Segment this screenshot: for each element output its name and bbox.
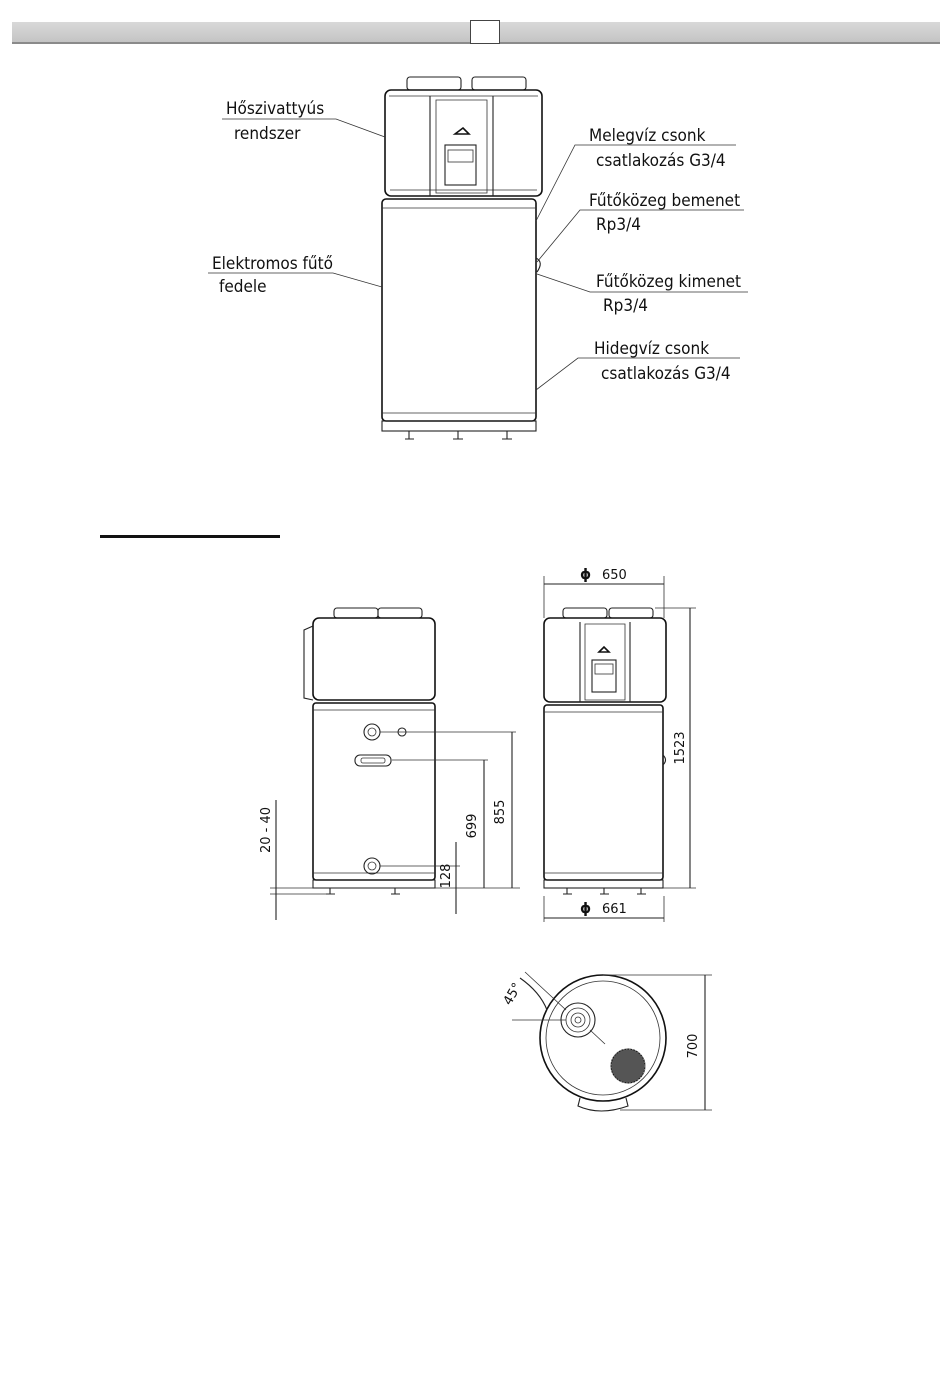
- label-heat-pump-1: Hőszivattyús: [226, 99, 324, 119]
- dim-20-40: 20 - 40: [259, 807, 274, 853]
- label-heating-in-1: Fűtőközeg bemenet: [589, 191, 740, 211]
- dim-1523: 1523: [673, 731, 688, 764]
- label-electric-heater-1: Elektromos fűtő: [212, 254, 333, 274]
- label-hot-water-1: Melegvíz csonk: [589, 126, 706, 146]
- side-dimensions: 855 699 128 20 - 40: [259, 732, 520, 920]
- label-cold-water-1: Hidegvíz csonk: [594, 339, 709, 359]
- dim-855: 855: [493, 800, 508, 825]
- label-cold-water-2: csatlakozás G3/4: [601, 364, 731, 384]
- label-heating-out-2: Rp3/4: [603, 296, 648, 316]
- overview-unit: [382, 77, 542, 439]
- dim-650: 650: [602, 568, 627, 583]
- phi-symbol-bottom: ϕ: [580, 901, 591, 917]
- label-heat-pump-2: rendszer: [234, 124, 301, 144]
- label-heating-in-2: Rp3/4: [596, 215, 641, 235]
- front-dimensions: ϕ 650 1523 ϕ 661: [544, 567, 696, 922]
- dim-661: 661: [602, 902, 627, 917]
- dim-700: 700: [686, 1034, 701, 1059]
- dim-128: 128: [439, 864, 454, 889]
- label-electric-heater-2: fedele: [219, 277, 267, 297]
- dim-45-deg: 45°: [501, 981, 526, 1008]
- label-heating-out-1: Fűtőközeg kimenet: [596, 272, 741, 292]
- label-hot-water-2: csatlakozás G3/4: [596, 151, 726, 171]
- phi-symbol-top: ϕ: [580, 567, 591, 583]
- top-view: 45° 700: [501, 972, 712, 1111]
- side-view: [304, 608, 435, 894]
- dim-699: 699: [465, 814, 480, 839]
- front-view: [544, 608, 666, 894]
- overview-callouts: Hőszivattyús rendszer Melegvíz csonk csa…: [208, 99, 748, 390]
